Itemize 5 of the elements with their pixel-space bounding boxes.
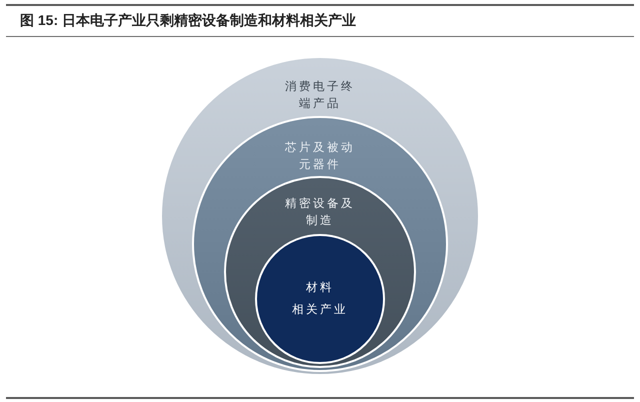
circle-label: 精密设备及制造 bbox=[285, 196, 355, 229]
circle-label: 芯片及被动元器件 bbox=[285, 140, 355, 173]
figure-title: 图 15: 日本电子产业只剩精密设备制造和材料相关产业 bbox=[20, 12, 356, 30]
circle-label: 材料相关产业 bbox=[292, 280, 348, 318]
circle-label: 消费电子终端产品 bbox=[285, 80, 355, 112]
